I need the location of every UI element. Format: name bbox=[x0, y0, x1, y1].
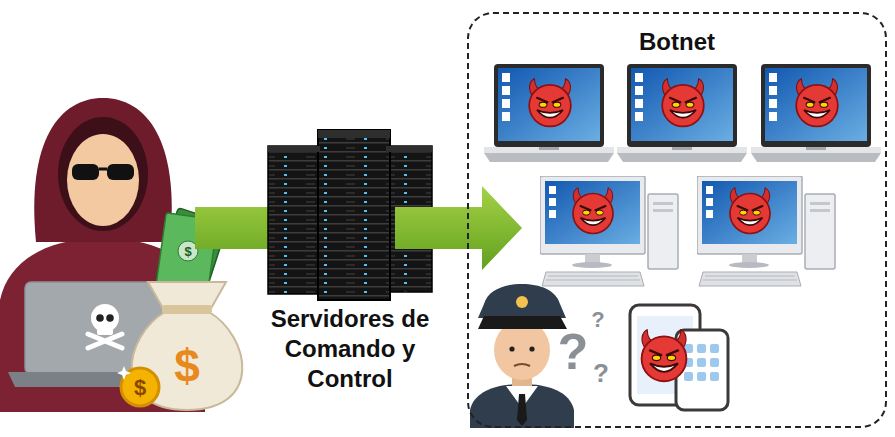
server-racks-part bbox=[268, 146, 320, 152]
server-racks-part bbox=[268, 146, 320, 294]
police-officer-part bbox=[517, 394, 527, 426]
money-bag-part bbox=[162, 305, 212, 314]
mobile-devices-part bbox=[710, 372, 719, 381]
mobile-devices-part bbox=[697, 358, 706, 367]
hacker-laptop-part bbox=[106, 314, 114, 322]
server-racks-part bbox=[318, 130, 390, 138]
police-officer-part bbox=[509, 346, 514, 351]
dollar-sign: $ bbox=[184, 245, 191, 258]
gold-coin-part bbox=[117, 366, 131, 380]
infected-laptops-part bbox=[617, 64, 747, 162]
mobile-devices-part bbox=[710, 358, 719, 367]
infected-desktops bbox=[540, 176, 835, 286]
hacker-figure-part bbox=[67, 134, 139, 226]
server-racks-part bbox=[386, 146, 432, 152]
hacker-figure-part bbox=[107, 164, 134, 180]
police-officer-part bbox=[478, 284, 566, 318]
police-officer-part bbox=[470, 384, 574, 428]
mobile-devices-part bbox=[642, 330, 687, 381]
gold-coin bbox=[117, 366, 159, 406]
question-mark: ? bbox=[591, 309, 604, 331]
group-region: Botnet bbox=[467, 12, 887, 428]
hacker-laptop-part bbox=[88, 334, 122, 348]
infected-laptops-part bbox=[484, 64, 614, 162]
mobile-devices-part bbox=[697, 344, 706, 353]
green-arrow bbox=[395, 186, 522, 270]
mobile-devices-part bbox=[697, 372, 706, 381]
question-mark: ? bbox=[558, 327, 589, 377]
hacker-figure-part bbox=[99, 168, 107, 171]
dollar-sign: $ bbox=[174, 343, 200, 389]
hacker-figure-part bbox=[34, 98, 172, 242]
hacker-figure-part bbox=[58, 117, 148, 231]
question-mark: ? bbox=[593, 360, 609, 386]
green-arrow-part bbox=[395, 186, 522, 270]
dollar-sign: $ bbox=[134, 377, 146, 399]
police-officer-part bbox=[516, 296, 528, 308]
police-officer-part bbox=[478, 316, 567, 329]
hacker-laptop-part bbox=[96, 314, 104, 322]
police-officer-part bbox=[529, 346, 534, 351]
mobile-devices bbox=[630, 305, 728, 410]
server-caption: Servidores de Comando y Control bbox=[270, 304, 430, 394]
infected-desktops-part bbox=[697, 176, 835, 286]
mobile-devices-part bbox=[684, 372, 693, 381]
infected-laptops-part bbox=[751, 64, 881, 162]
infected-desktops-part bbox=[540, 176, 678, 286]
police-officer-part bbox=[514, 364, 530, 366]
region-title: Botnet bbox=[469, 28, 885, 57]
hacker-laptop-part bbox=[97, 325, 113, 335]
server-racks-part bbox=[318, 130, 390, 300]
mobile-devices-part bbox=[710, 344, 719, 353]
hacker-figure-part bbox=[72, 164, 99, 180]
infected-laptops bbox=[484, 64, 881, 162]
